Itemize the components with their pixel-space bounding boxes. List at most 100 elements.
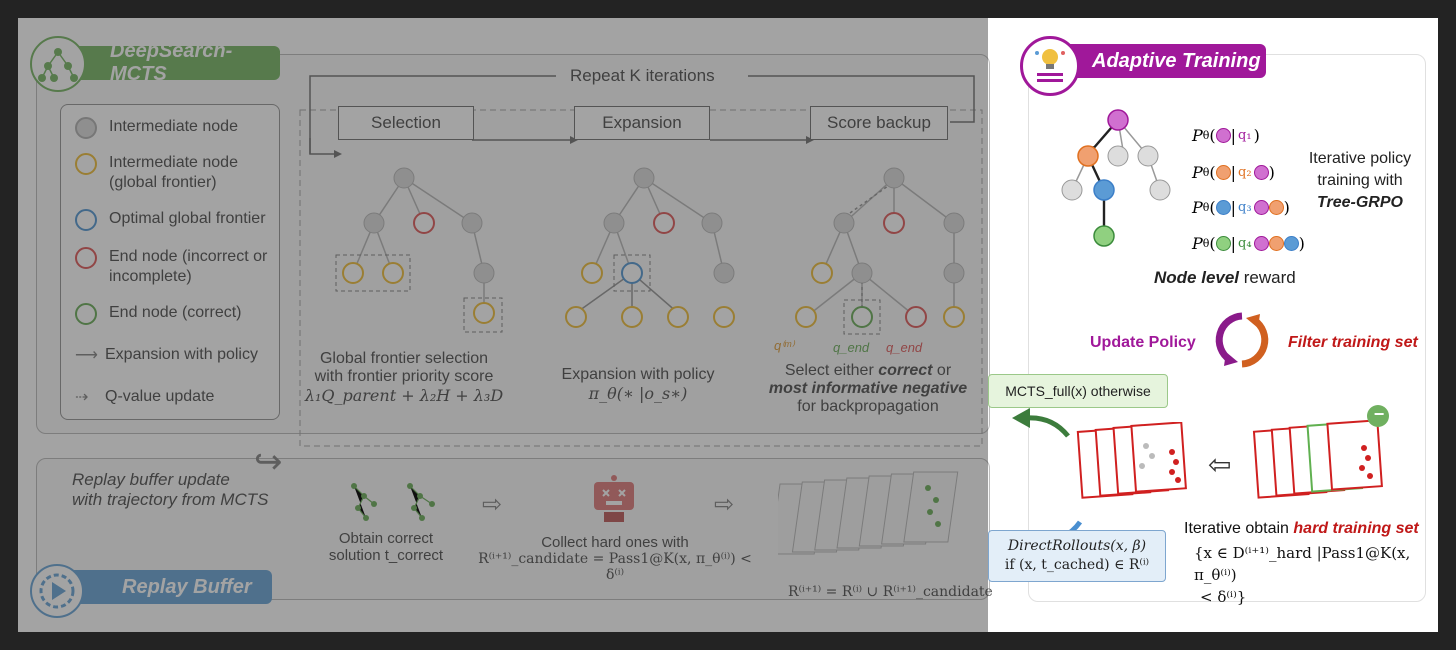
q-m-label: q⁽ᵐ⁾ [774,338,795,353]
iteration-loop-diagram [299,75,983,447]
tree-grpo-label: Tree-GRPO [1317,194,1403,211]
prob-sub: θ [1202,166,1210,179]
caption-line: solution t_correct [328,547,444,564]
expansion-caption: Expansion with policy π_θ(∗ |o_s∗) [548,366,728,403]
replay-line: Replay buffer update [72,470,230,489]
node-green-icon [1215,236,1231,251]
cycle-arrows-icon [1215,312,1269,368]
deepsearch-title-pill: DeepSearch-MCTS [58,40,280,85]
replay-logo-icon [30,564,84,618]
reward-label: reward [1239,268,1296,287]
caption-line: Expansion with policy [561,366,715,383]
green-curved-arrow-icon [1012,408,1070,438]
node-orange-icon [1215,165,1231,180]
filter-training-label: Filter training set [1288,334,1418,351]
legend-expansion: ⟶ Expansion with policy [75,345,258,365]
expansion-formula: π_θ(∗ |o_s∗) [588,384,688,403]
candidate-stack-icon [1252,405,1389,499]
minus-badge: − [1373,404,1385,424]
prob-sub: θ [1202,237,1210,250]
node-blue-icon [1283,236,1299,251]
negative-emph: most informative negative [768,380,968,397]
q-label: q₂ [1238,165,1252,180]
node-pink-icon [1215,128,1231,143]
node-blue-icon [1215,200,1231,215]
q-label: q₃ [1238,200,1252,215]
policy-tree-diagram [1061,109,1171,247]
outline-arrow-icon: ⇨ [482,491,503,518]
direct-rollouts-line: DirectRollouts(x, β) [1007,538,1147,554]
robot-icon [594,475,634,522]
outline-arrow-icon: ⇨ [714,491,735,518]
left-outline-arrow-icon: ⇦ [1208,449,1232,480]
replay-line: with trajectory from MCTS [72,490,269,509]
adaptive-training-panel [1028,54,1426,602]
collect-hard-caption: Collect hard ones with R⁽ⁱ⁺¹⁾_candidate … [470,534,760,583]
step-selection: Selection [338,106,474,140]
legend-label: End node (correct) [109,304,242,321]
correct-emph: correct [878,362,933,379]
hard-set-stack-icon [1076,422,1187,499]
q-label: q₁ [1238,128,1252,143]
update-policy-label: Update Policy [1090,334,1196,351]
selection-caption: Global frontier selection with frontier … [298,350,510,405]
mcts-full-box: MCTS_full(x) otherwise [988,374,1168,408]
node-pink-icon [1253,236,1269,251]
caption-line: Select either [784,362,879,379]
hard-formula-line: {x ∈ D⁽ⁱ⁺¹⁾_hard |Pass1@K(x, π_θ⁽ⁱ⁾) [1194,544,1411,584]
node-level-reward: Node level reward [1154,268,1296,288]
q-end-label: q_end [886,340,923,355]
deepsearch-title: DeepSearch-MCTS [110,40,233,85]
desc-line: Iterative policy [1308,150,1412,167]
selection-formula: λ₁Q_parent + λ₂H + λ₃D [304,386,504,405]
direct-rollouts-line: if (x, t_cached) ∈ R⁽ⁱ⁾ [1004,557,1150,573]
gray-node-icon [75,117,97,139]
legend-label: End node (incorrect or incomplete) [109,248,268,285]
node-orange-icon [1268,236,1284,251]
adaptive-title: Adaptive Training [1092,49,1261,72]
iter-text: Iterative obtain [1184,520,1294,537]
caption-line: Collect hard ones with [541,534,689,551]
node-level-emph: Node level [1154,268,1240,287]
caption-line: Obtain correct [338,530,434,547]
prob-symbol: P [1192,198,1203,217]
trajectory-stack-icon [778,471,959,555]
correct-solution-trees-icon [351,483,435,521]
legend-intermediate: Intermediate node [75,117,238,139]
legend-label: Intermediate node [109,118,238,135]
tree-grpo-description: Iterative policy training with Tree-GRPO [1290,148,1430,214]
replay-update-text: Replay buffer update with trajectory fro… [72,470,268,510]
prob-symbol: P [1192,163,1203,182]
dotted-arrow-icon: ⇢ [75,389,89,406]
backup-caption: Select either correct or most informativ… [764,362,972,416]
legend-label: Q-value update [105,388,215,405]
replay-buffer-title: Replay Buffer [122,575,252,598]
adaptive-title-pill: Adaptive Training [1058,44,1266,78]
green-node-icon [75,303,97,325]
solid-arrow-icon: ⟶ [75,347,98,364]
legend-end-correct: End node (correct) [75,303,242,325]
red-node-icon [75,247,97,269]
hard-set-formula: {x ∈ D⁽ⁱ⁺¹⁾_hard |Pass1@K(x, π_θ⁽ⁱ⁾) < δ… [1194,542,1438,608]
prob-symbol: P [1192,234,1203,253]
legend-label: Expansion with policy [105,346,258,363]
direct-rollouts-box: DirectRollouts(x, β) if (x, t_cached) ∈ … [988,530,1166,582]
desc-line: training with [1317,172,1403,189]
lightbulb-logo-icon [1020,36,1080,96]
legend-optimal: Optimal global frontier [75,209,266,231]
union-formula: R⁽ⁱ⁺¹⁾ = R⁽ⁱ⁾ ∪ R⁽ⁱ⁺¹⁾_candidate [788,584,993,600]
hard-formula-line: < δ⁽ⁱ⁾} [1200,588,1247,606]
legend-end-incorrect: End node (incorrect or incomplete) [75,247,277,287]
hard-training-emph: hard training set [1293,520,1419,537]
prob-sub: θ [1202,129,1210,142]
caption-line: or [932,362,952,379]
caption-line: Global frontier selection [319,350,489,367]
node-pink-icon [1253,165,1269,180]
legend-qvalue: ⇢ Q-value update [75,387,214,407]
caption-line: for backpropagation [797,398,939,415]
q-label: q₄ [1238,236,1252,251]
